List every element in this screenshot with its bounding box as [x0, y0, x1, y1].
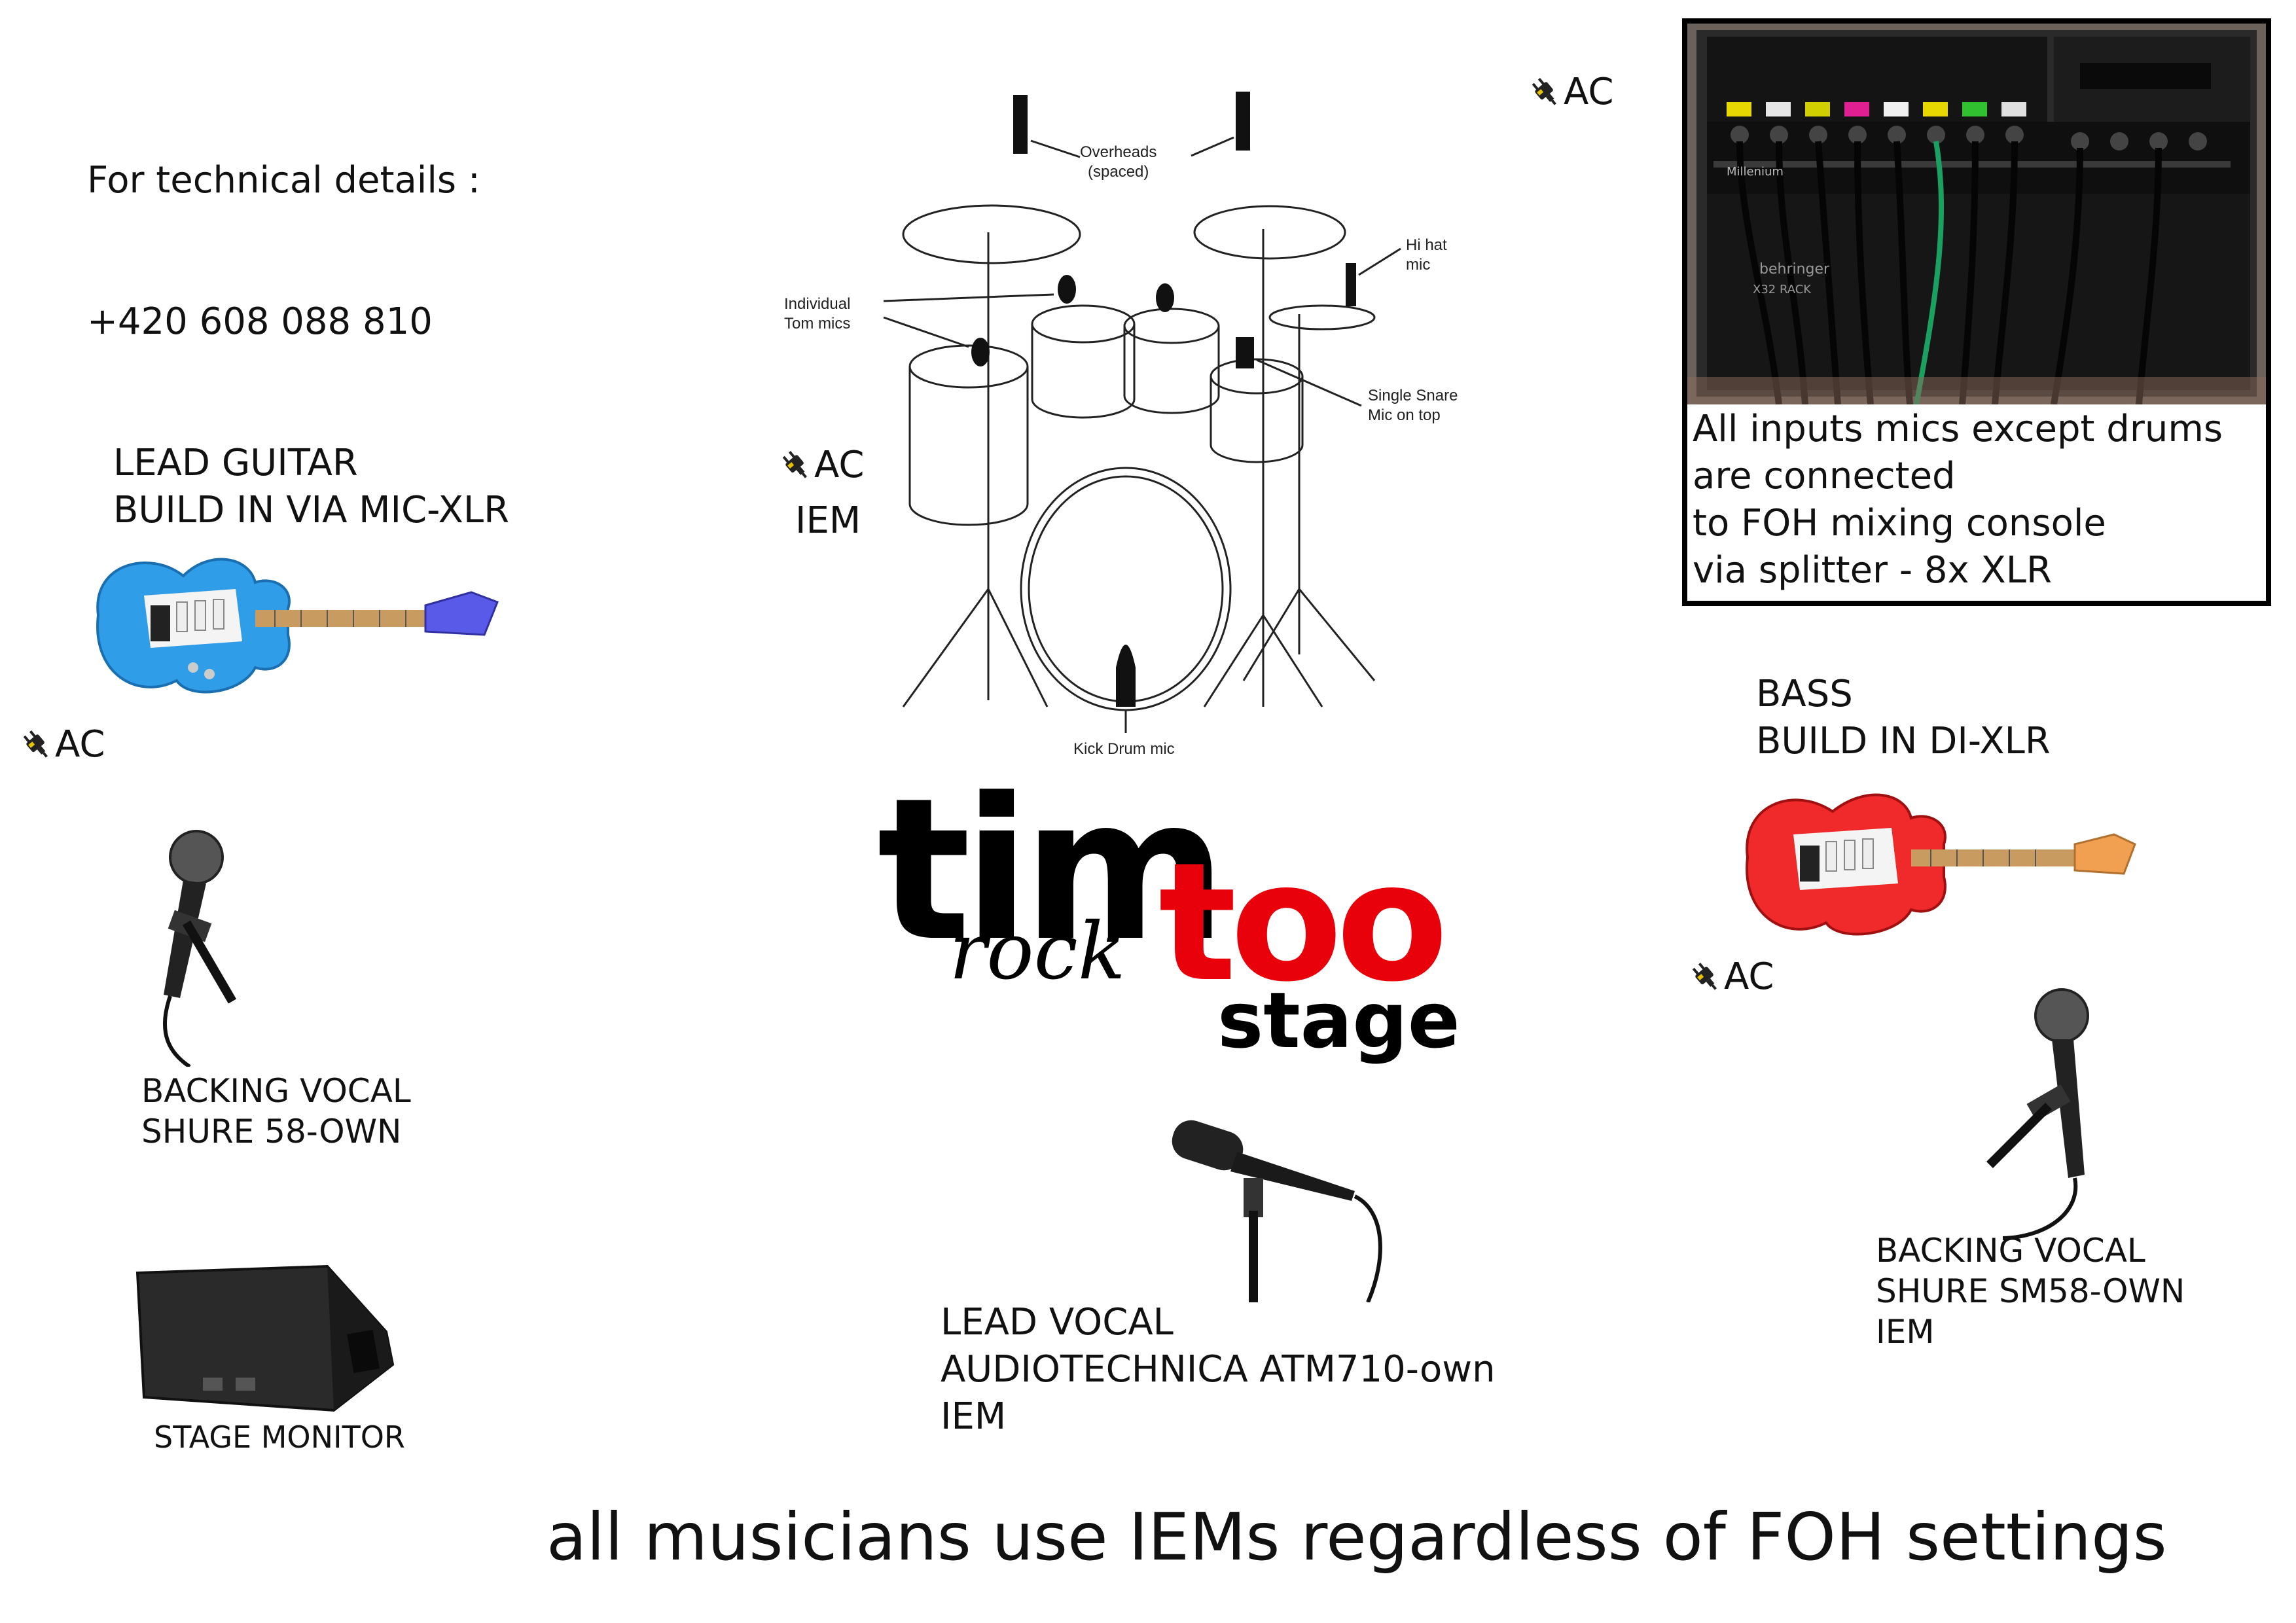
- backing-vocal-right-label: BACKING VOCAL SHURE SM58-OWN IEM: [1876, 1232, 2185, 1351]
- plug-icon: [1528, 75, 1562, 109]
- rack-caption: All inputs mics except drums are connect…: [1693, 408, 2223, 592]
- drums-iem-label: IEM: [795, 499, 861, 542]
- logo-tim: tim: [877, 756, 1227, 984]
- ac-label: AC: [1724, 955, 1774, 998]
- power-outlet-top: AC: [1528, 71, 1613, 113]
- lead-vocal-label: LEAD VOCAL AUDIOTECHNICA ATM710-own IEM: [941, 1301, 1496, 1438]
- ac-label: AC: [814, 444, 865, 486]
- backing-vocal-right-mic-icon: [1964, 982, 2108, 1243]
- rack-photo-icon: Millenium behringer X32 RACK: [1687, 24, 2266, 404]
- contact-info: For technical details : +420 608 088 810: [87, 63, 480, 393]
- snare-mic-label: Single Snare Mic on top: [1368, 387, 1458, 424]
- rack-brand-behringer: behringer: [1759, 261, 1830, 277]
- splitter-rack-panel: Millenium behringer X32 RACK All inputs …: [1682, 18, 2271, 606]
- lead-guitar-icon: [79, 537, 511, 707]
- kick-mic-label: Kick Drum mic: [1073, 740, 1175, 758]
- rack-brand-x32: X32 RACK: [1753, 283, 1812, 296]
- band-logo: tim rock too stage: [870, 772, 1525, 1067]
- stage-monitor-label: STAGE MONITOR: [154, 1419, 405, 1455]
- overheads-label: Overheads (spaced): [1080, 143, 1157, 181]
- logo-rock: rock: [949, 906, 1126, 997]
- contact-phone: +420 608 088 810: [87, 300, 433, 343]
- plug-icon: [1689, 960, 1723, 994]
- rack-brand-millenium: Millenium: [1727, 165, 1784, 179]
- footer-note: all musicians use IEMs regardless of FOH…: [547, 1499, 2167, 1575]
- lead-guitar-label: LEAD GUITAR BUILD IN VIA MIC-XLR: [113, 442, 510, 531]
- plug-icon: [20, 728, 54, 762]
- drum-kit-icon: [883, 92, 1401, 733]
- logo-stage: stage: [1217, 975, 1460, 1065]
- stage-monitor-icon: [131, 1260, 399, 1417]
- tom-mics-label: Individual Tom mics: [784, 295, 851, 332]
- logo-too: too: [1158, 827, 1448, 1018]
- lead-vocal-mic-icon: [1158, 1113, 1394, 1304]
- power-outlet-guitar: AC: [20, 723, 105, 766]
- power-outlet-drums: AC: [779, 444, 864, 486]
- ac-label: AC: [1564, 71, 1614, 113]
- ac-label: AC: [55, 723, 105, 766]
- drum-kit-diagram: Overheads (spaced) Individual Tom mics H…: [772, 79, 1499, 772]
- backing-vocal-left-label: BACKING VOCAL SHURE 58-OWN: [141, 1072, 411, 1150]
- power-outlet-bass: AC: [1689, 955, 1774, 998]
- bass-label: BASS BUILD IN DI-XLR: [1756, 673, 2051, 762]
- hihat-mic-label: Hi hat mic: [1406, 236, 1447, 274]
- bass-guitar-icon: [1734, 772, 2140, 949]
- backing-vocal-left-mic-icon: [118, 825, 249, 1069]
- contact-title: For technical details :: [87, 159, 480, 202]
